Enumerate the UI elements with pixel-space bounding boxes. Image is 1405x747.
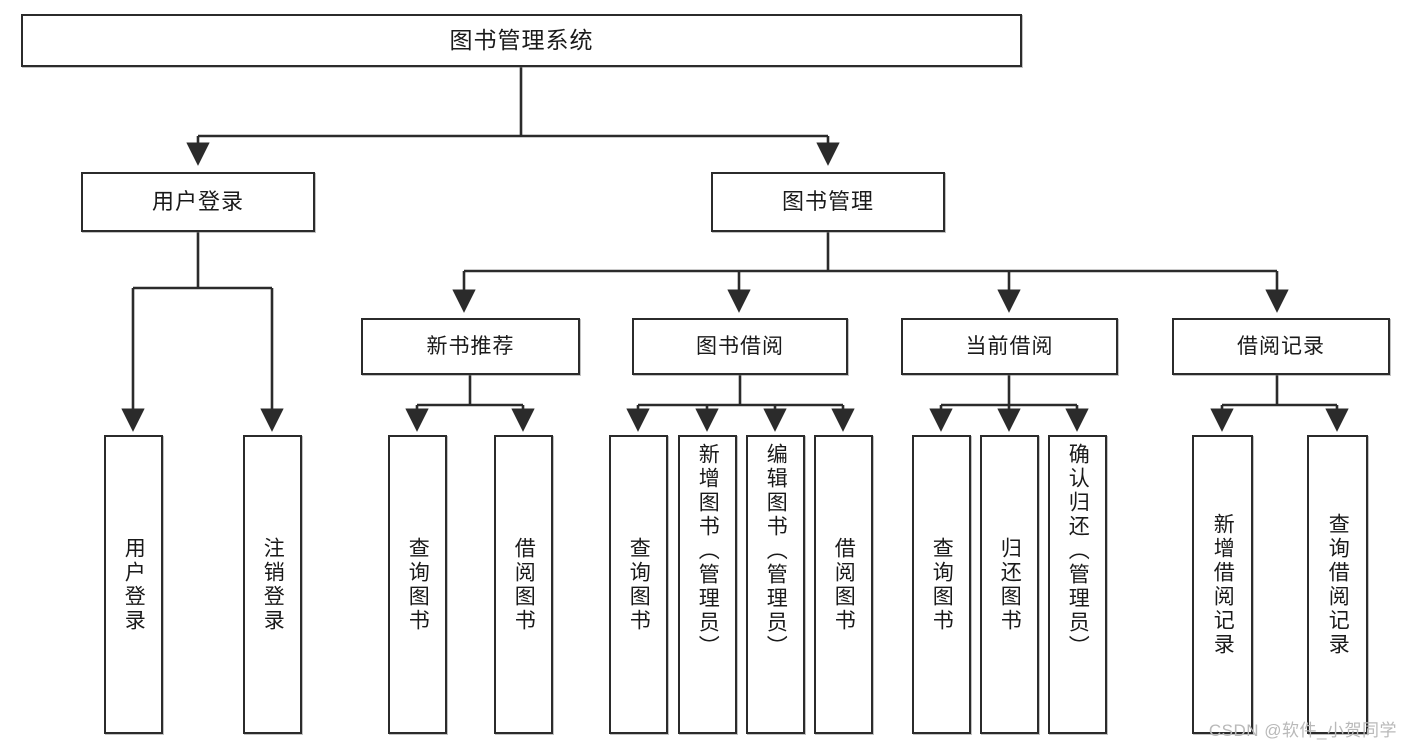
node-current-borrow[interactable]: 当前借阅: [901, 318, 1118, 375]
node-leaf-query-book-2[interactable]: 查询图书: [609, 435, 668, 734]
node-leaf-query-book-3[interactable]: 查询图书: [912, 435, 971, 734]
node-new-book-rec-label: 新书推荐: [426, 334, 515, 358]
node-borrow-record-label: 借阅记录: [1237, 334, 1325, 358]
node-leaf-add-book-label: 新增图书（管理员）: [696, 443, 720, 659]
node-leaf-user-login-label: 用户登录: [122, 536, 146, 633]
node-borrow-record[interactable]: 借阅记录: [1172, 318, 1390, 375]
node-leaf-borrow-book-2-label: 借阅图书: [832, 536, 856, 633]
node-leaf-user-login[interactable]: 用户登录: [104, 435, 163, 734]
node-leaf-borrow-book-1-label: 借阅图书: [512, 536, 536, 633]
node-leaf-add-record[interactable]: 新增借阅记录: [1192, 435, 1253, 734]
node-book-borrow[interactable]: 图书借阅: [632, 318, 848, 375]
node-leaf-query-record-label: 查询借阅记录: [1326, 512, 1350, 657]
node-leaf-query-book-1-label: 查询图书: [406, 536, 430, 633]
node-leaf-edit-book-label: 编辑图书（管理员）: [764, 443, 788, 659]
node-leaf-query-book-1[interactable]: 查询图书: [388, 435, 447, 734]
node-book-manage-label: 图书管理: [781, 188, 874, 214]
node-user-login[interactable]: 用户登录: [81, 172, 315, 232]
node-leaf-add-record-label: 新增借阅记录: [1211, 512, 1235, 657]
node-book-manage[interactable]: 图书管理: [711, 172, 945, 232]
node-root[interactable]: 图书管理系统: [21, 14, 1022, 67]
node-book-borrow-label: 图书借阅: [696, 334, 784, 358]
node-current-borrow-label: 当前借阅: [965, 334, 1054, 358]
node-leaf-query-book-3-label: 查询图书: [930, 536, 954, 633]
node-root-label: 图书管理系统: [449, 26, 594, 53]
node-leaf-query-record[interactable]: 查询借阅记录: [1307, 435, 1368, 734]
node-new-book-rec[interactable]: 新书推荐: [361, 318, 580, 375]
node-leaf-edit-book[interactable]: 编辑图书（管理员）: [746, 435, 805, 734]
node-leaf-borrow-book-1[interactable]: 借阅图书: [494, 435, 553, 734]
node-leaf-return-book-label: 归还图书: [998, 536, 1022, 633]
node-leaf-confirm-return-label: 确认归还（管理员）: [1066, 443, 1090, 659]
node-leaf-add-book[interactable]: 新增图书（管理员）: [678, 435, 737, 734]
node-leaf-logout-label: 注销登录: [261, 536, 285, 633]
node-leaf-return-book[interactable]: 归还图书: [980, 435, 1039, 734]
node-user-login-label: 用户登录: [151, 188, 244, 214]
node-leaf-confirm-return[interactable]: 确认归还（管理员）: [1048, 435, 1107, 734]
node-leaf-logout[interactable]: 注销登录: [243, 435, 302, 734]
node-leaf-borrow-book-2[interactable]: 借阅图书: [814, 435, 873, 734]
node-leaf-query-book-2-label: 查询图书: [627, 536, 651, 633]
